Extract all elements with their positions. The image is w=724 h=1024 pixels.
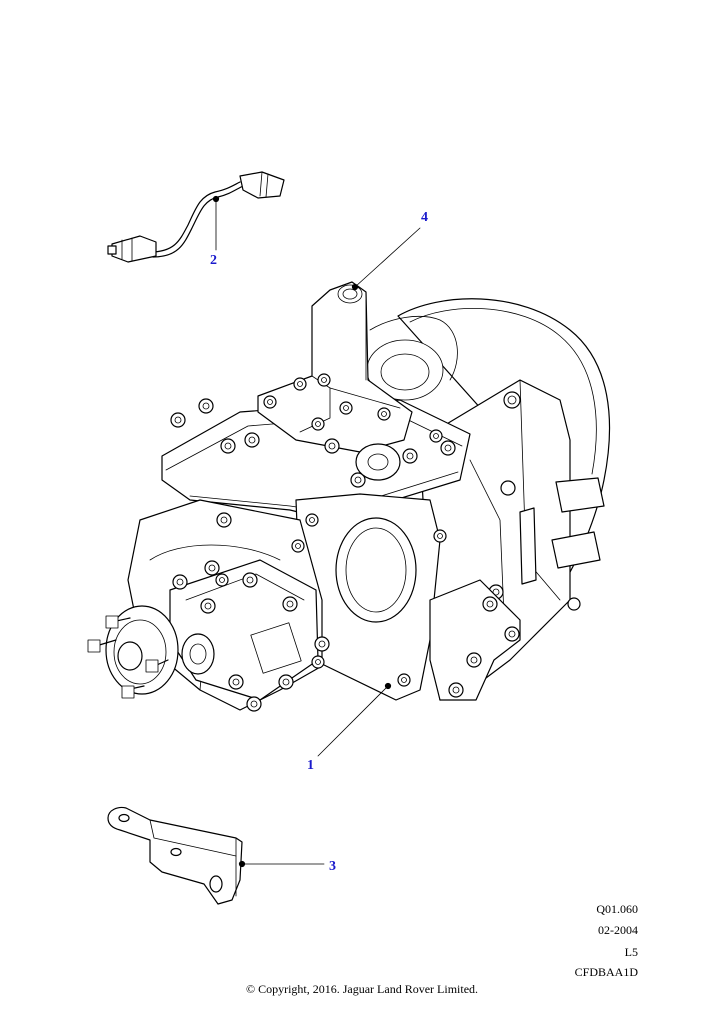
copyright-notice: © Copyright, 2016. Jaguar Land Rover Lim… (245, 982, 479, 996)
reference-date: 02-2004 (598, 923, 638, 937)
reference-level: L5 (624, 945, 638, 959)
callout-1[interactable]: 1 (307, 758, 314, 773)
reference-code: Q01.060 (596, 902, 638, 916)
wiring-harness-part (107, 171, 285, 263)
callout-3[interactable]: 3 (329, 859, 336, 874)
callout-2[interactable]: 2 (210, 253, 217, 268)
callout-leaders (212, 195, 421, 868)
reference-catalog: CFDBAA1D (574, 965, 638, 979)
bracket-part (107, 806, 243, 905)
callout-4[interactable]: 4 (421, 210, 428, 225)
transfer-box-assembly (87, 281, 611, 712)
